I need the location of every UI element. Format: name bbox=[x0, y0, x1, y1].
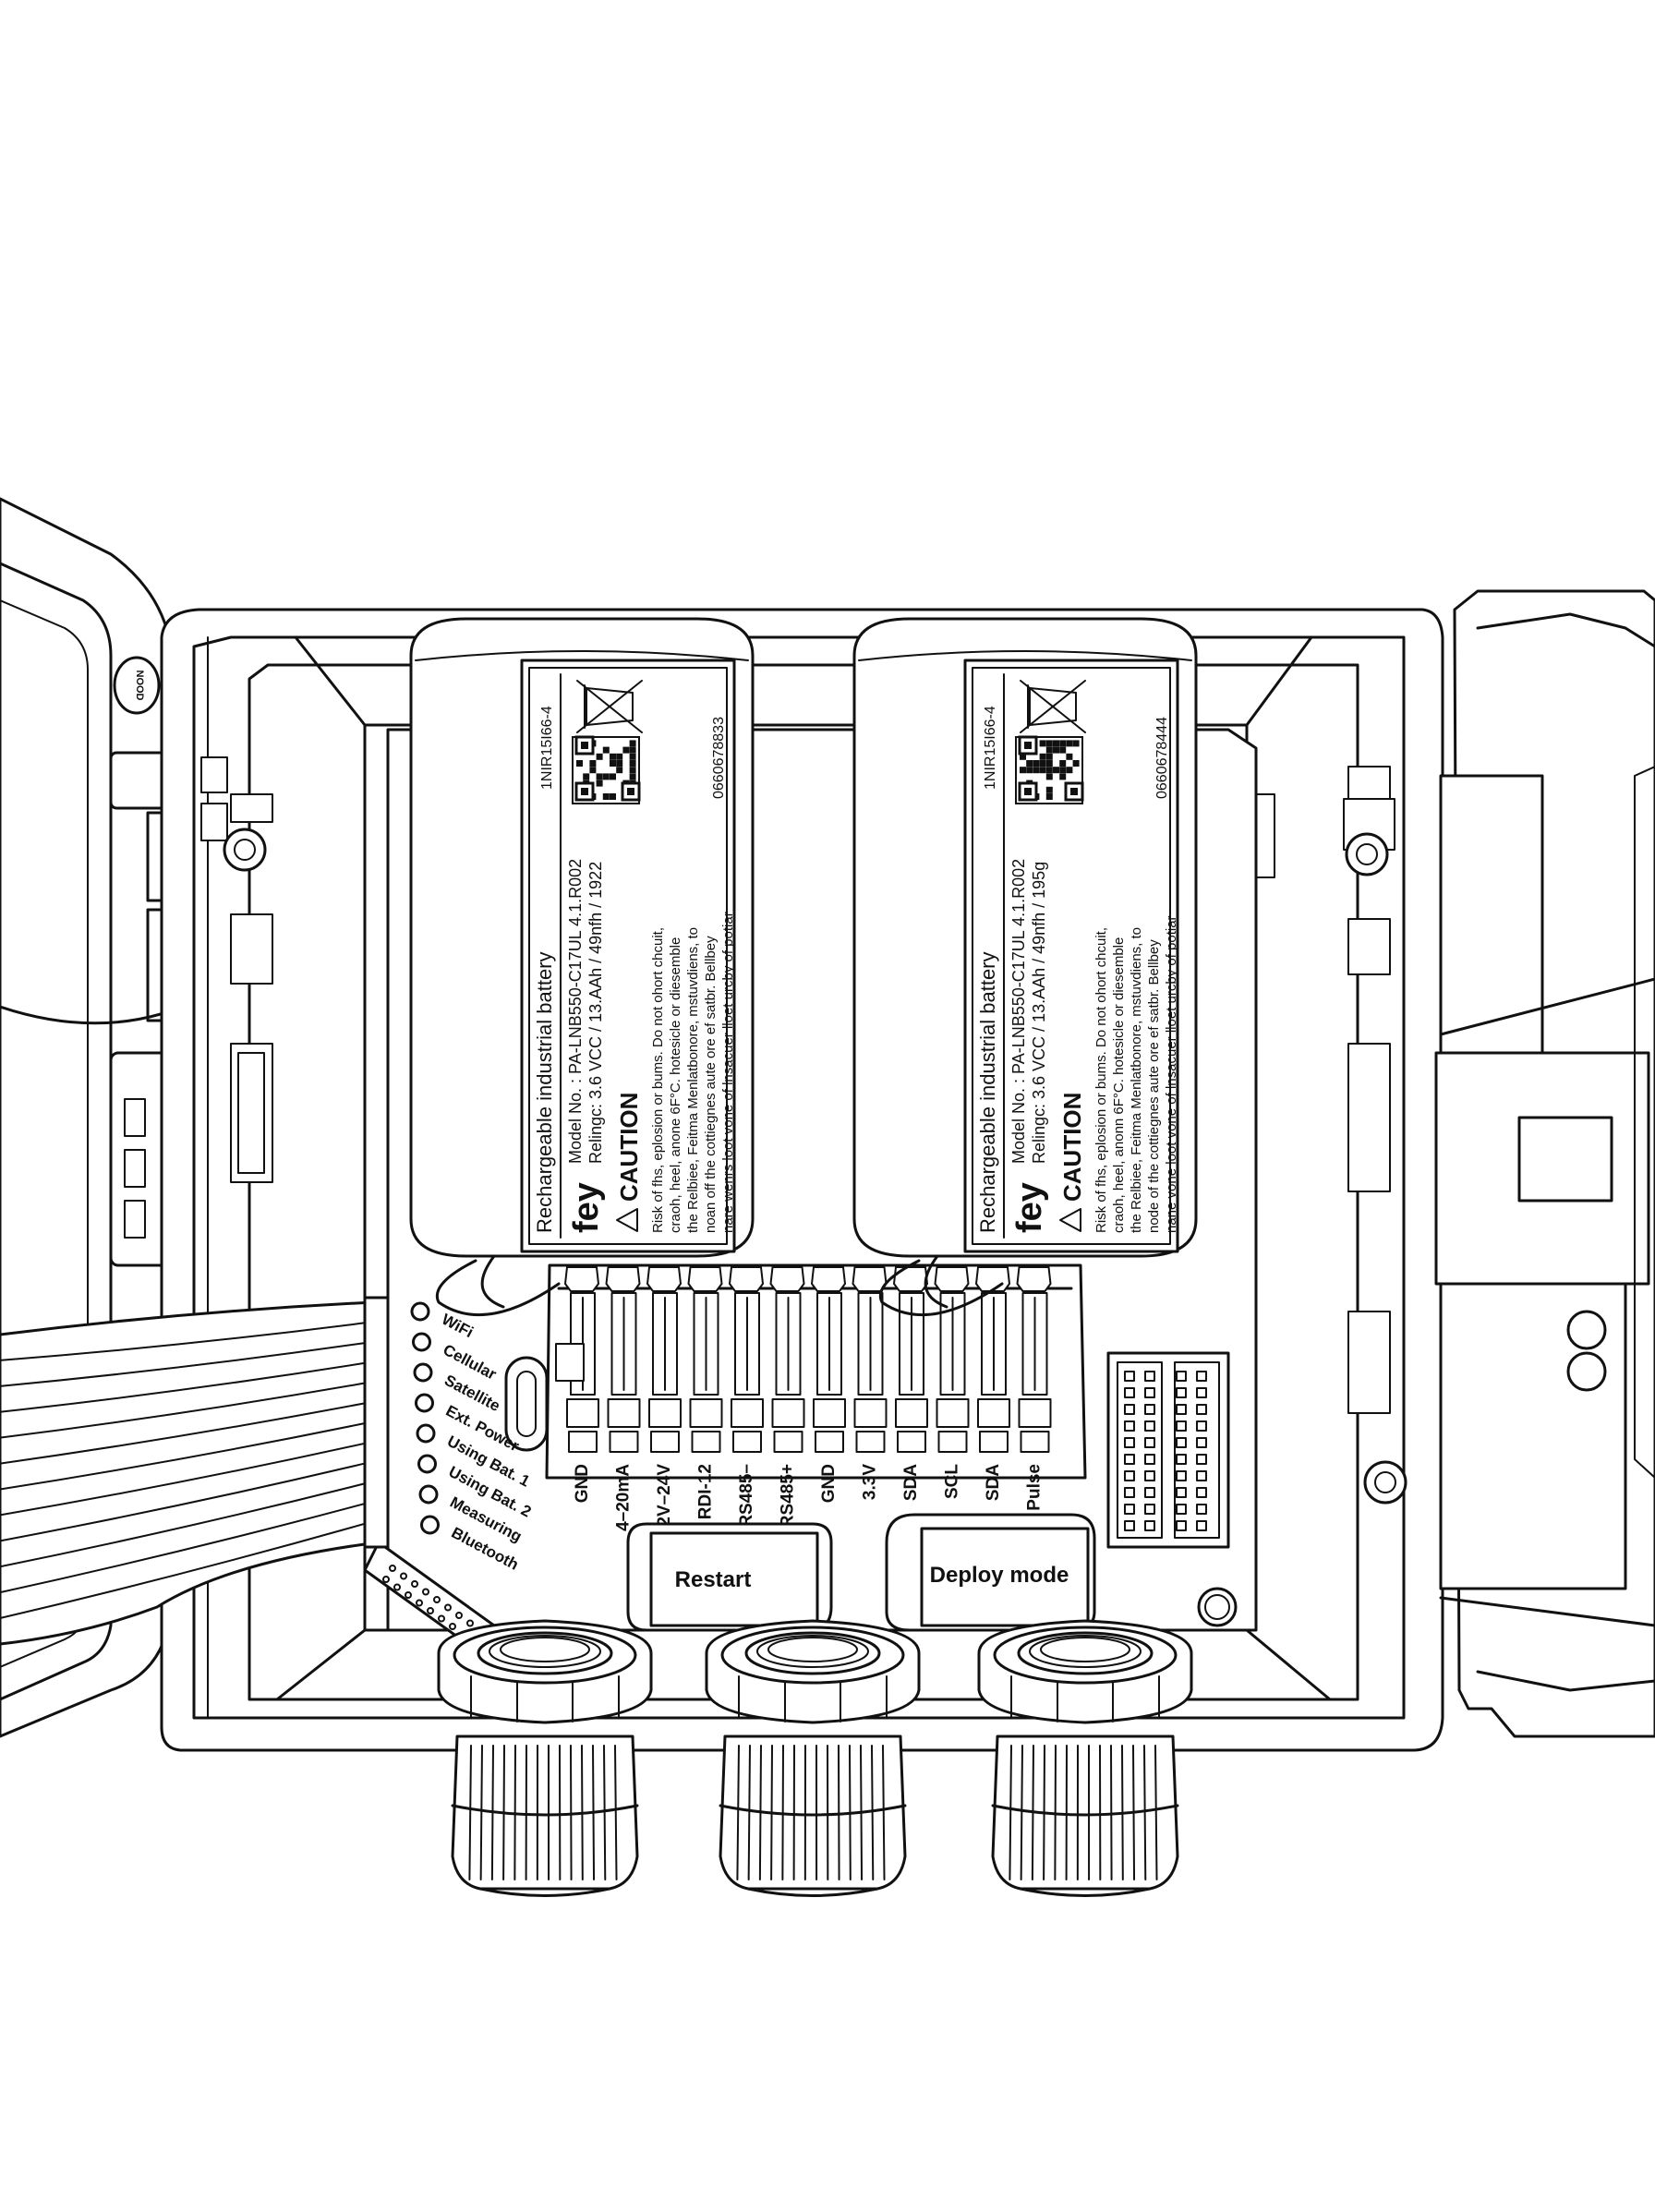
terminal-label-2: 4–20mA bbox=[614, 1464, 634, 1531]
terminal-label-8: 3.3V bbox=[861, 1464, 880, 1500]
battery-caution: CAUTION bbox=[1058, 1093, 1086, 1202]
battery-warning-line: craoh, heel, anone 6F°C. hotesicle or di… bbox=[668, 937, 683, 1233]
battery-part-number: 1NIR15I66-4 bbox=[539, 706, 555, 790]
deploy-mode-button[interactable]: Deploy mode bbox=[887, 1515, 1094, 1630]
terminal-label-7: GND bbox=[819, 1464, 839, 1503]
terminal-screw-10[interactable] bbox=[936, 1267, 969, 1452]
terminal-label-1: GND bbox=[573, 1464, 592, 1503]
battery-title: Rechargeable industrial battery bbox=[533, 951, 556, 1233]
deploy-mode-button-label: Deploy mode bbox=[930, 1563, 1069, 1588]
battery-warning-line: noan off the cottiegnes aute ore ef satb… bbox=[703, 936, 719, 1233]
lid-latch-badge: NOOD bbox=[115, 658, 159, 713]
battery-brand-logo: fey bbox=[1010, 1182, 1049, 1233]
battery-warning-line: craoh, heel, anonn 6F°C. hotesicle or di… bbox=[1111, 937, 1127, 1233]
battery-title: Rechargeable industrial battery bbox=[976, 951, 999, 1233]
pin-header-connector[interactable] bbox=[1108, 1353, 1228, 1547]
terminal-label-6: RS485+ bbox=[779, 1464, 798, 1528]
terminal-label-4: RDI-12 bbox=[696, 1464, 716, 1519]
right-hinge-cover bbox=[1436, 591, 1655, 1736]
battery-rating: Relingc: 3.6 VCC / 13.AAh / 49nfh / 195g bbox=[1030, 862, 1048, 1164]
restart-button-label: Restart bbox=[675, 1567, 752, 1592]
terminal-screw-2[interactable] bbox=[607, 1267, 640, 1452]
terminal-screw-5[interactable] bbox=[730, 1267, 763, 1452]
battery-serial: 0660678833 bbox=[711, 717, 727, 799]
battery-brand-logo: fey bbox=[567, 1182, 606, 1233]
battery-warning-line: node of the cottiegnes aute ore ef satbr… bbox=[1146, 939, 1162, 1233]
battery-caution: CAUTION bbox=[615, 1093, 643, 1202]
cable-gland-3 bbox=[979, 1621, 1191, 1896]
battery-warning-line: Risk of fhs, eplosion or bums. Do not oh… bbox=[1093, 927, 1109, 1233]
terminal-screw-9[interactable] bbox=[894, 1267, 927, 1452]
terminal-label-11: SDA bbox=[984, 1464, 1003, 1501]
terminal-screw-6[interactable] bbox=[771, 1267, 804, 1452]
battery-warning-line: the Relbiee, Feitma Menlatbonore, mstuvd… bbox=[1129, 927, 1144, 1233]
terminal-screw-4[interactable] bbox=[689, 1267, 722, 1452]
qr-code-icon bbox=[1016, 737, 1082, 804]
terminal-screw-12[interactable] bbox=[1018, 1267, 1051, 1452]
battery-warning-line: Risk of fhs, eplosion or bums. Do not oh… bbox=[650, 927, 666, 1233]
terminal-block bbox=[547, 1265, 1085, 1478]
terminal-label-5: RS485– bbox=[737, 1464, 756, 1528]
terminal-screw-11[interactable] bbox=[976, 1267, 1009, 1452]
battery-rating: Relingc: 3.6 VCC / 13.AAh / 49nfh / 1922 bbox=[586, 862, 605, 1164]
restart-button[interactable]: Restart bbox=[628, 1524, 831, 1630]
battery-2: Rechargeable industrial battery fey Model … bbox=[854, 619, 1196, 1315]
lid-badge-text: NOOD bbox=[134, 671, 145, 701]
terminal-label-9: SDA bbox=[901, 1464, 921, 1501]
qr-code-icon bbox=[573, 737, 639, 804]
terminal-label-12: Pulse bbox=[1025, 1464, 1045, 1511]
battery-warning-line: nare wenrs loot vone of lnsacuer lloet u… bbox=[720, 912, 736, 1233]
battery-serial: 0660678444 bbox=[1154, 717, 1170, 799]
battery-part-number: 1NIR15I66-4 bbox=[983, 706, 998, 790]
battery-model: Model No. : PA-LNB550-C17UL 4.1.R002 bbox=[1009, 859, 1028, 1164]
cable-gland-2 bbox=[707, 1621, 919, 1896]
battery-model: Model No. : PA-LNB550-C17UL 4.1.R002 bbox=[566, 859, 585, 1164]
terminal-label-10: SCL bbox=[943, 1464, 962, 1499]
terminal-screw-3[interactable] bbox=[647, 1267, 681, 1452]
battery-warning-line: the Relbiee, Feitma Menlatbonore, mstuvd… bbox=[685, 927, 701, 1233]
terminal-side-tab bbox=[556, 1344, 584, 1381]
battery-warning-line: nane vone loot vone of lnsacuer lloet ur… bbox=[1164, 915, 1179, 1233]
battery-1: Rechargeable industrial battery fey Model … bbox=[411, 619, 753, 1315]
cable-gland-1 bbox=[439, 1621, 651, 1896]
terminal-screw-7[interactable] bbox=[812, 1267, 845, 1452]
